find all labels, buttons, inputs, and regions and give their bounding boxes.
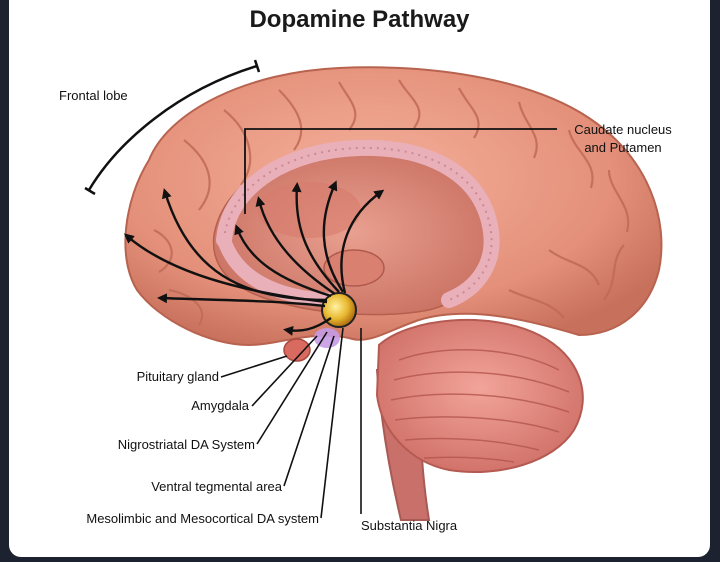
label-frontal-lobe: Frontal lobe: [59, 88, 128, 103]
leader-amygdala: [251, 335, 318, 407]
arrow-caudate-3: [291, 182, 340, 293]
label-amygdala: Amygdala: [191, 398, 249, 413]
label-caudate-line2: and Putamen: [584, 140, 662, 155]
arrow-caudate-2: [255, 196, 336, 295]
leader-lines: [220, 327, 362, 519]
leader-vta: [283, 335, 335, 487]
brain-illustration: [84, 59, 663, 521]
label-substantia-nigra: Substantia Nigra: [361, 518, 458, 533]
label-mesolimbic: Mesolimbic and Mesocortical DA system: [86, 511, 319, 526]
caudate-leader: [244, 128, 557, 214]
arrow-caudate-1: [234, 224, 332, 298]
vta-glow: [314, 328, 340, 348]
caudate-inner: [257, 182, 361, 238]
frontal-lobe-bracket: [87, 64, 258, 191]
arrow-frontal-2: [123, 233, 328, 304]
leader-nigrostriatal: [256, 331, 328, 445]
arrow-caudate-4: [322, 180, 345, 293]
arrow-frontal-3: [157, 293, 326, 308]
label-vta: Ventral tegmental area: [151, 479, 282, 494]
thalamus: [323, 249, 385, 287]
cerebellum-folia: [390, 349, 570, 463]
corpus-callosum: [216, 139, 500, 308]
label-nigrostriatal: Nigrostriatal DA System: [117, 437, 255, 452]
diagram-card: Dopamine Pathway: [9, 0, 710, 557]
diagram-title: Dopamine Pathway: [249, 6, 470, 33]
pathway-arrows: [123, 180, 385, 336]
cortex-gyri: [153, 79, 630, 326]
pituitary-gland: [283, 338, 311, 362]
arrow-amygdala: [283, 317, 332, 336]
leader-mesolimbic: [320, 327, 344, 519]
cerebellum: [375, 318, 584, 474]
label-pituitary: Pituitary gland: [136, 369, 219, 384]
arrow-caudate-5: [340, 189, 385, 294]
leader-pituitary: [220, 355, 288, 378]
label-caudate-line1: Caudate nucleus: [574, 122, 672, 137]
